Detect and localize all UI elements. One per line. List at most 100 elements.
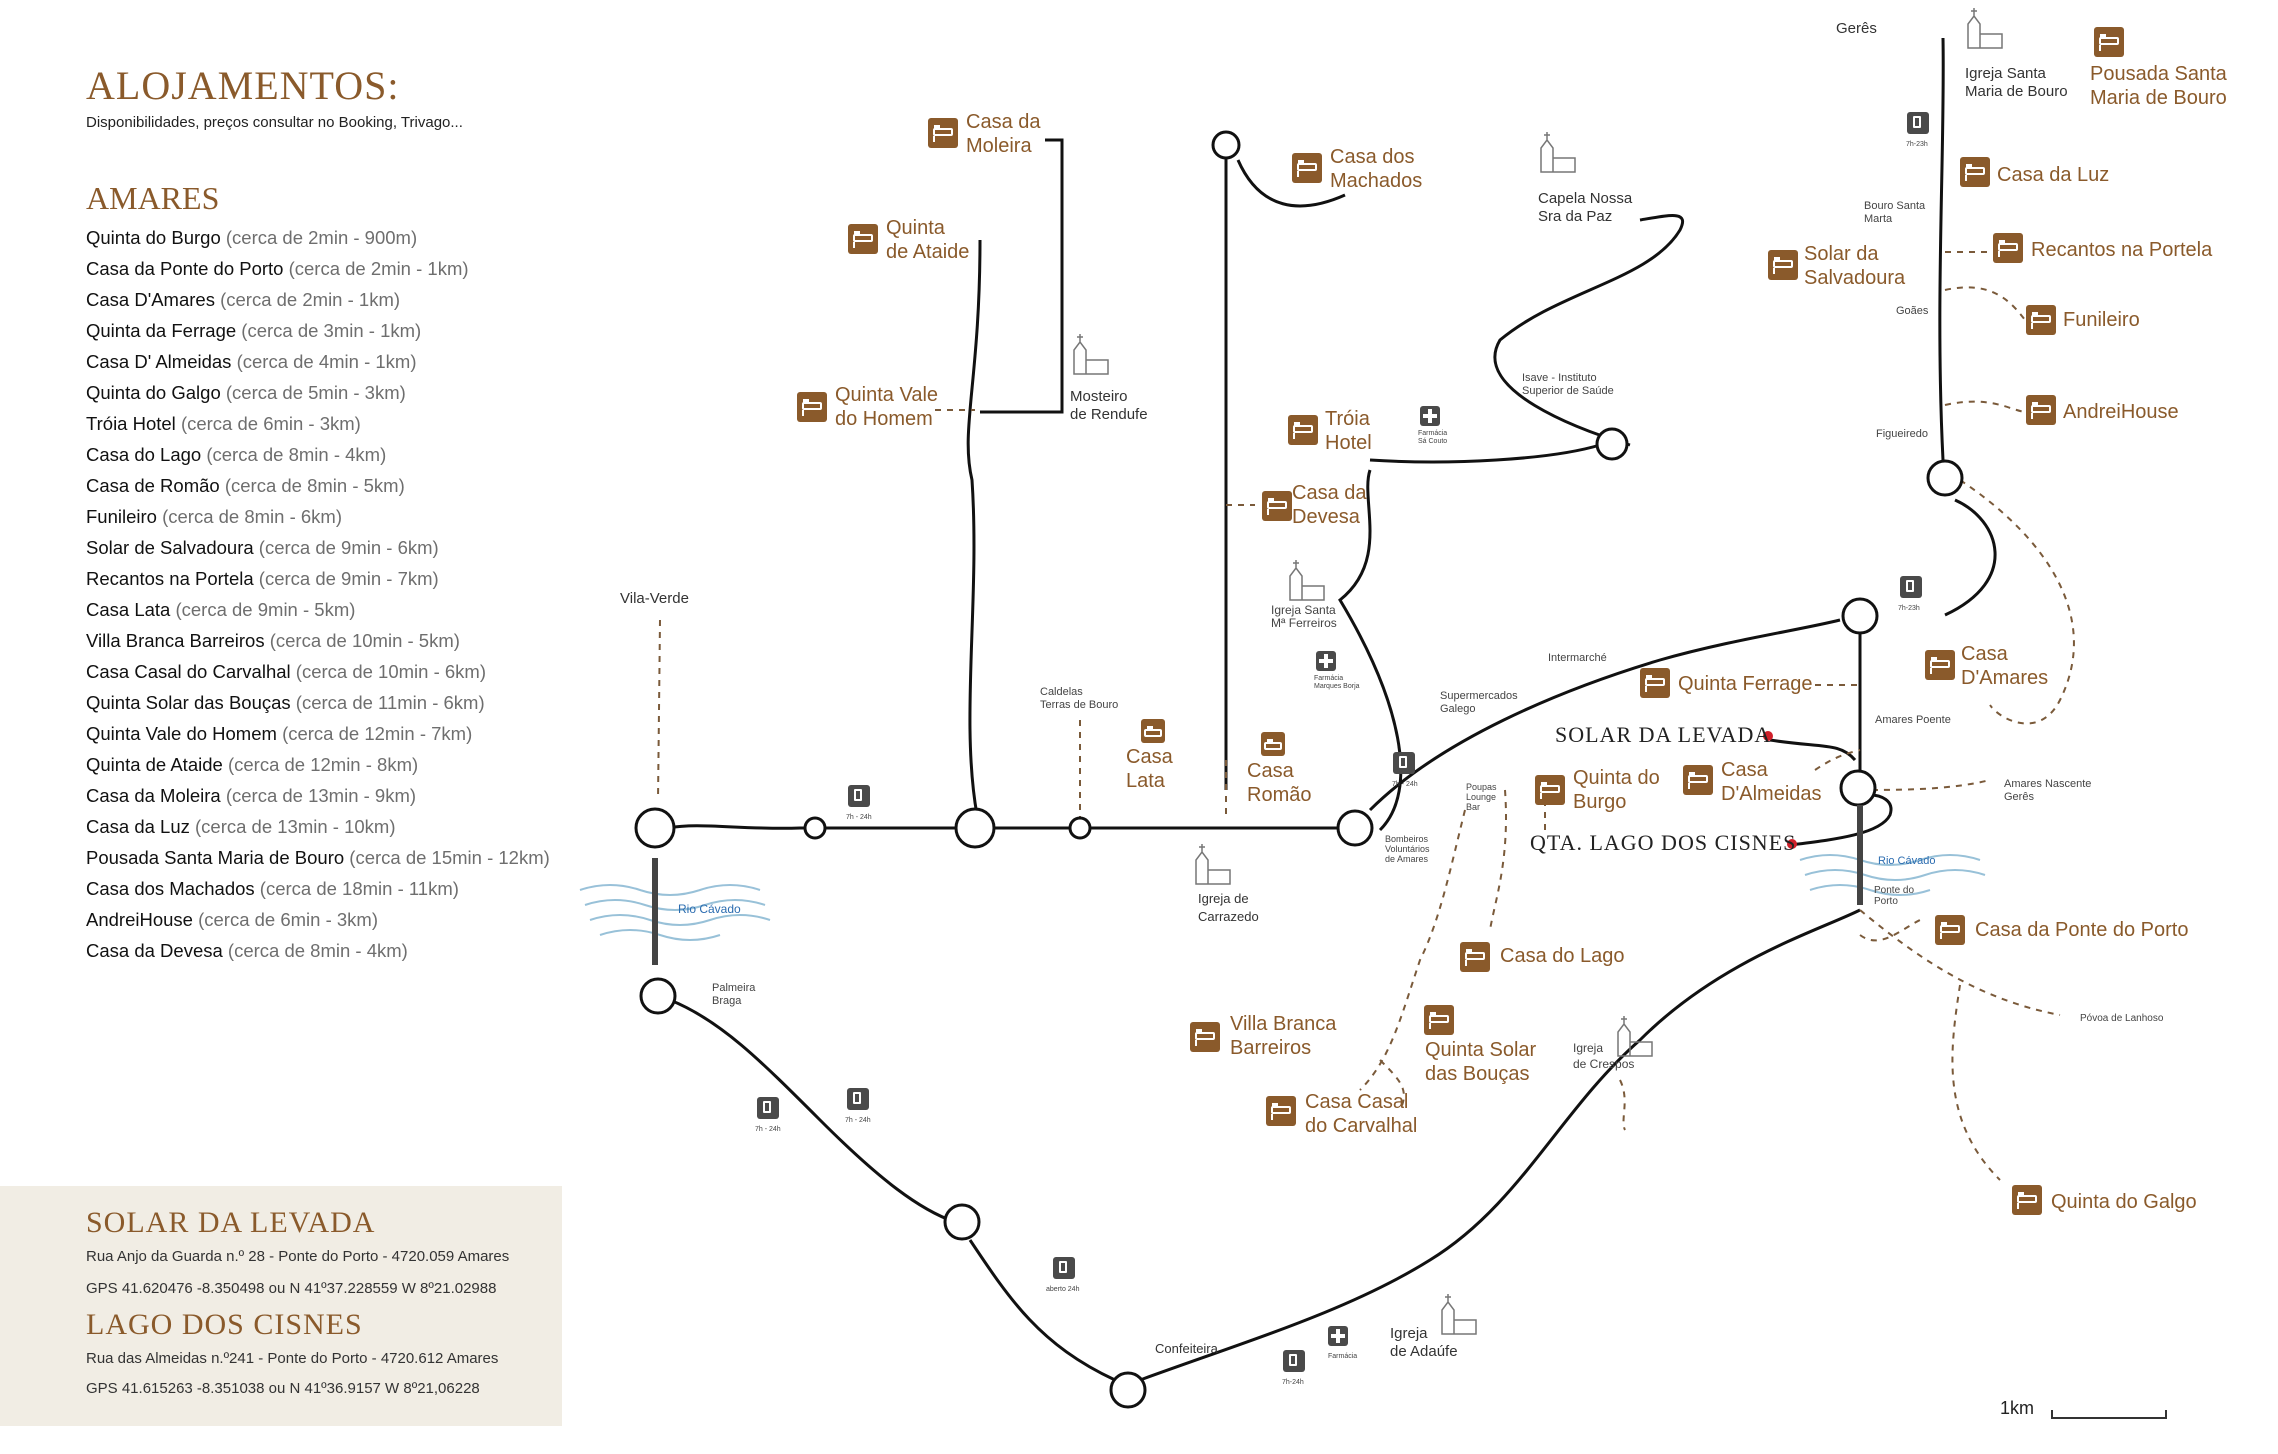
place-quinta-boucas: Quinta Solar das Bouças bbox=[1425, 1039, 1537, 1085]
label-hours: 7h - 24h bbox=[1392, 781, 1418, 788]
place-quinta-ferrage: Quinta Ferrage bbox=[1678, 673, 1813, 695]
accommodation-distance: (cerca de 8min - 5km) bbox=[224, 475, 405, 496]
bed-icon bbox=[1993, 233, 2023, 263]
label-rio-cavado-right: Rio Cávado bbox=[1878, 855, 1936, 867]
place-pousada: Pousada Santa Maria de Bouro bbox=[2090, 63, 2227, 109]
lago-cisnes-label: QTA. LAGO DOS CISNES bbox=[1530, 830, 1797, 855]
lago-cisnes-gps: GPS 41.615263 -8.351038 ou N 41º36.9157 … bbox=[86, 1380, 480, 1397]
accommodation-name: Recantos na Portela bbox=[86, 568, 254, 589]
bed-icon bbox=[1640, 668, 1670, 698]
page-subtitle: Disponibilidades, preços consultar no Bo… bbox=[86, 114, 463, 131]
accommodation-distance: (cerca de 5min - 3km) bbox=[225, 382, 406, 403]
church-icon bbox=[1289, 560, 1325, 601]
accommodation-item: Quinta Vale do Homem (cerca de 12min - 7… bbox=[86, 718, 550, 749]
solar-levada-label: SOLAR DA LEVADA bbox=[1555, 722, 1772, 747]
page-title: ALOJAMENTOS: bbox=[86, 63, 400, 108]
bed-icon bbox=[1935, 915, 1965, 945]
place-quinta-ataide: Quinta de Ataide bbox=[886, 217, 970, 263]
accommodation-distance: (cerca de 6min - 3km) bbox=[180, 413, 361, 434]
accommodation-distance: (cerca de 9min - 7km) bbox=[258, 568, 439, 589]
lago-cisnes-heading: LAGO DOS CISNES bbox=[86, 1308, 363, 1341]
label-caldelas: Caldelas Terras de Bouro bbox=[1040, 686, 1119, 711]
bed-icon bbox=[2012, 1185, 2042, 1215]
label-igreja-santa-ferreiros: Igreja Santa Mª Ferreiros bbox=[1271, 603, 1337, 630]
accommodation-item: Solar de Salvadoura (cerca de 9min - 6km… bbox=[86, 532, 550, 563]
label-farmacia: Farmácia bbox=[1328, 1353, 1358, 1360]
accommodation-distance: (cerca de 11min - 6km) bbox=[295, 692, 485, 713]
node-confeiteira bbox=[1109, 1371, 1147, 1409]
bed-icon bbox=[928, 118, 958, 148]
place-casa-moleira: Casa da Moleira bbox=[966, 111, 1041, 157]
node-bombeiros bbox=[1336, 809, 1374, 847]
place-villa-branca: Villa Branca Barreiros bbox=[1230, 1013, 1337, 1059]
label-amares-poente: Amares Poente bbox=[1875, 714, 1951, 726]
node-isave bbox=[1595, 427, 1629, 461]
accommodation-distance: (cerca de 2min - 1km) bbox=[288, 258, 469, 279]
path-galgo bbox=[1951, 984, 2001, 1181]
road-ferreiros bbox=[1338, 469, 1403, 832]
bed-icon bbox=[2094, 27, 2124, 57]
place-casa-lago: Casa do Lago bbox=[1500, 945, 1625, 967]
bed-icon bbox=[2026, 395, 2056, 425]
scale-label: 1km bbox=[2000, 1398, 2035, 1418]
river-right bbox=[1799, 854, 1986, 896]
bed-icon bbox=[848, 224, 878, 254]
place-quinta-galgo: Quinta do Galgo bbox=[2051, 1191, 2197, 1213]
fuel-station-icon bbox=[1900, 576, 1922, 598]
bed-icon bbox=[1768, 250, 1798, 280]
accommodation-distance: (cerca de 15min - 12km) bbox=[349, 847, 550, 868]
label-capela: Capela Nossa Sra da Paz bbox=[1538, 190, 1633, 225]
label-igreja-crespos: Igreja de Crespos bbox=[1573, 1041, 1635, 1071]
accommodation-item: Tróia Hotel (cerca de 6min - 3km) bbox=[86, 408, 550, 439]
road-confeiteira bbox=[968, 1239, 1116, 1382]
road-machados-branch bbox=[1236, 159, 1346, 208]
label-farmacia-sa-couto: Farmácia Sá Couto bbox=[1418, 430, 1448, 445]
label-intermarche: Intermarché bbox=[1548, 652, 1607, 664]
accommodation-name: Quinta do Galgo bbox=[86, 382, 221, 403]
place-casa-lata: Casa Lata bbox=[1126, 746, 1173, 792]
accommodation-item: Quinta do Burgo (cerca de 2min - 900m) bbox=[86, 222, 550, 253]
church-icon bbox=[1441, 1294, 1477, 1335]
label-hours: 7h - 24h bbox=[845, 1117, 871, 1124]
pharmacy-icon bbox=[1328, 1326, 1348, 1346]
node-south-mid bbox=[943, 1203, 981, 1241]
accommodation-distance: (cerca de 18min - 11km) bbox=[259, 878, 459, 899]
place-funileiro: Funileiro bbox=[2063, 309, 2140, 331]
path-vila-verde bbox=[657, 619, 661, 801]
label-supermercados: Supermercados Galego bbox=[1440, 690, 1518, 715]
accommodation-distance: (cerca de 8min - 6km) bbox=[162, 506, 342, 527]
label-goaes: Goães bbox=[1896, 305, 1929, 317]
bed-icon bbox=[797, 392, 827, 422]
place-casa-casal: Casa Casal do Carvalhal bbox=[1305, 1091, 1418, 1137]
accommodation-distance: (cerca de 9min - 5km) bbox=[175, 599, 356, 620]
accommodation-distance: (cerca de 8min - 4km) bbox=[227, 940, 408, 961]
road-east-up bbox=[1368, 618, 1841, 812]
bed-icon bbox=[2026, 305, 2056, 335]
path-nascente bbox=[1859, 779, 1991, 791]
path-funileiro bbox=[1944, 286, 2026, 321]
path-ponte bbox=[1859, 919, 1921, 942]
bed-icon bbox=[1141, 719, 1165, 743]
label-vila-verde: Vila-Verde bbox=[620, 590, 689, 607]
label-igreja-carrazedo: Igreja de Carrazedo bbox=[1198, 891, 1259, 924]
bed-icon bbox=[1288, 415, 1318, 445]
accommodation-item: Quinta da Ferrage (cerca de 3min - 1km) bbox=[86, 315, 550, 346]
path-boucas bbox=[1379, 1059, 1405, 1111]
accommodation-distance: (cerca de 12min - 8km) bbox=[227, 754, 419, 775]
accommodation-item: Casa do Lago (cerca de 8min - 4km) bbox=[86, 439, 550, 470]
solar-levada-marker bbox=[1763, 731, 1773, 741]
accommodation-item: Villa Branca Barreiros (cerca de 10min -… bbox=[86, 625, 550, 656]
fuel-station-icon bbox=[1393, 752, 1415, 774]
road-capela bbox=[1493, 214, 1684, 447]
fuel-station-icon bbox=[848, 785, 870, 807]
accommodation-distance: (cerca de 6min - 3km) bbox=[198, 909, 378, 930]
scale-bar bbox=[2051, 1410, 2167, 1419]
place-casa-luz: Casa da Luz bbox=[1997, 164, 2110, 186]
accommodation-distance: (cerca de 9min - 6km) bbox=[258, 537, 439, 558]
fuel-station-icon bbox=[757, 1097, 779, 1119]
church-icon bbox=[1195, 844, 1231, 885]
bed-icon bbox=[1925, 650, 1955, 680]
path-poupas bbox=[1489, 789, 1507, 931]
accommodation-name: Casa dos Machados bbox=[86, 878, 255, 899]
place-casa-ponte-porto: Casa da Ponte do Porto bbox=[1975, 919, 2189, 941]
